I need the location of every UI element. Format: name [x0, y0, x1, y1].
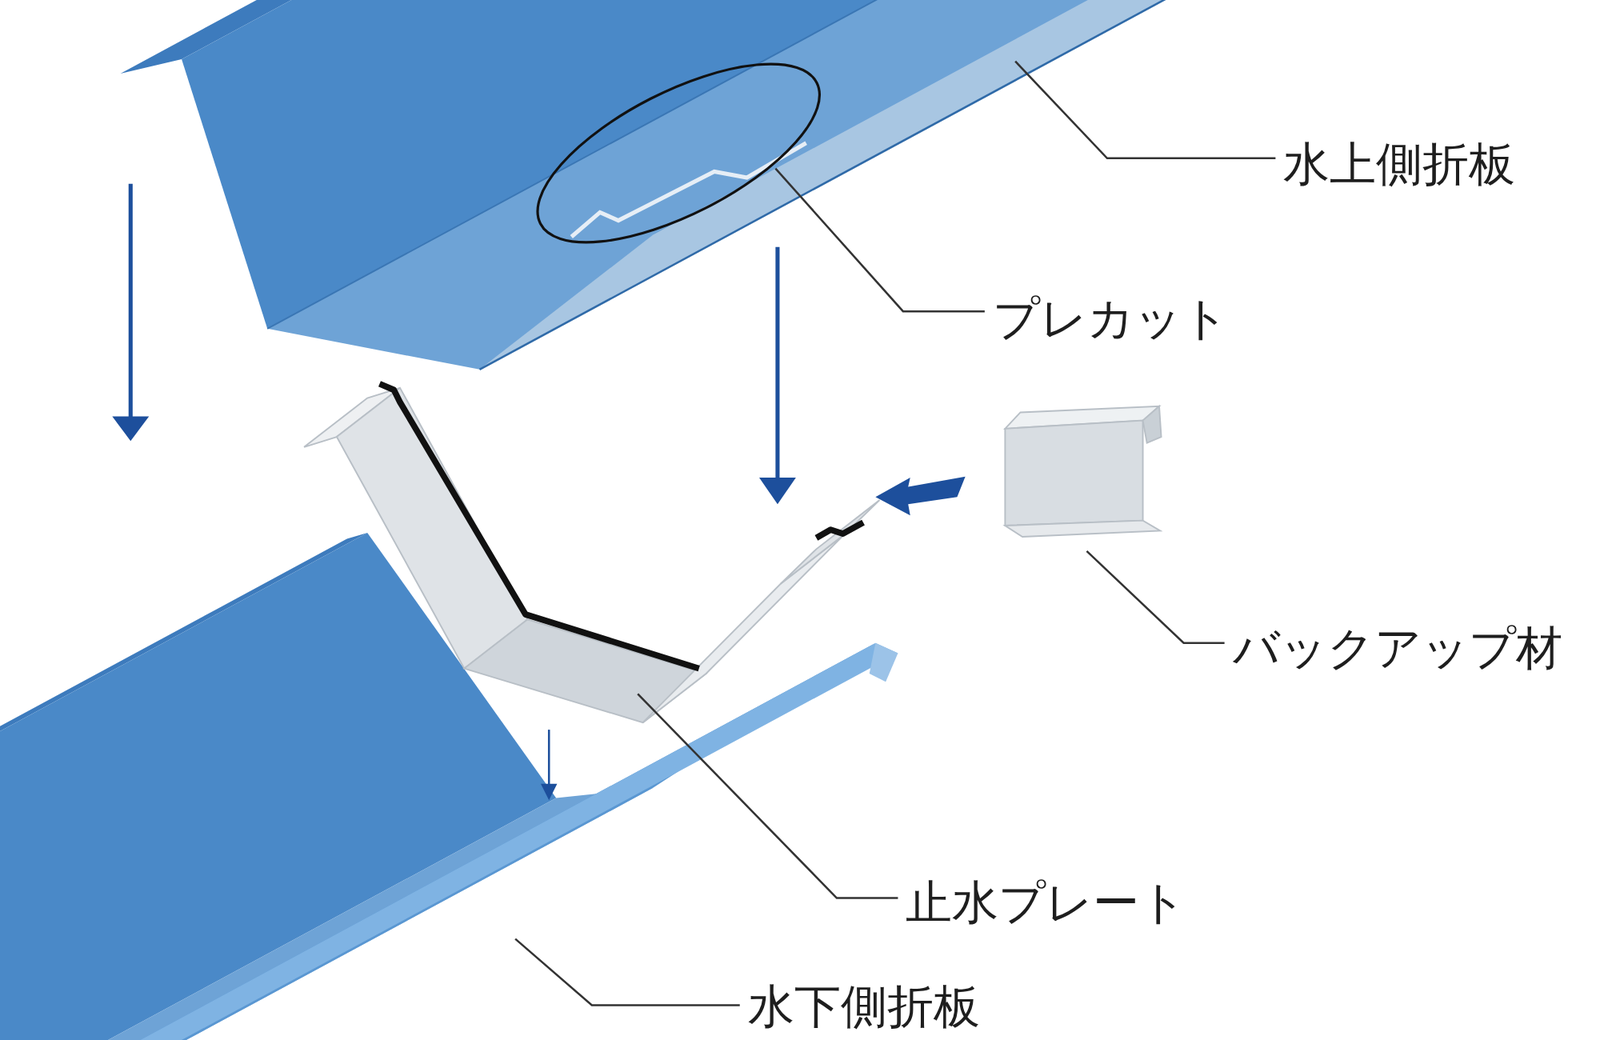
- sealant-strip: [816, 522, 864, 538]
- assembly-arrows: [112, 184, 965, 800]
- part-label: プレカット: [992, 295, 1229, 342]
- precut-marker: [512, 28, 845, 278]
- arrow-head: [112, 416, 149, 442]
- part-label: 水下側折板: [748, 983, 980, 1030]
- part-label: バックアップ材: [1232, 624, 1563, 672]
- part-label: 止水プレート: [905, 879, 1187, 926]
- precut-notch: [571, 143, 806, 237]
- panel-right-wall: [479, 0, 1600, 370]
- sealant-strip: [379, 384, 699, 669]
- panel-rim: [0, 643, 898, 1040]
- backup-lip: [1143, 406, 1162, 444]
- leader-line: [775, 168, 984, 312]
- panel-end-face: [869, 643, 899, 682]
- plate-left-wall: [336, 388, 528, 669]
- panel-front-wall: [0, 643, 876, 1040]
- leader-line: [515, 939, 740, 1006]
- leader-line: [1086, 551, 1224, 644]
- backup-member: [1004, 406, 1161, 537]
- arrow-head: [759, 477, 796, 504]
- backup-bottom-flange: [1004, 520, 1160, 537]
- leader-line: [637, 693, 898, 898]
- arrow-shaft: [128, 184, 133, 419]
- leader-line: [1015, 61, 1276, 159]
- part-label: 水上側折板: [1283, 140, 1516, 188]
- block-arrow: [875, 476, 965, 516]
- arrow-head: [540, 784, 557, 800]
- arrow-shaft: [775, 247, 780, 480]
- stop-plate: [304, 384, 880, 723]
- plate-flange: [780, 500, 880, 584]
- backup-web: [1004, 420, 1143, 526]
- leader-lines: [515, 61, 1276, 1006]
- plate-right-wall: [643, 534, 844, 723]
- arrow-shaft: [548, 729, 551, 786]
- upper-roof-panel: [120, 0, 1600, 370]
